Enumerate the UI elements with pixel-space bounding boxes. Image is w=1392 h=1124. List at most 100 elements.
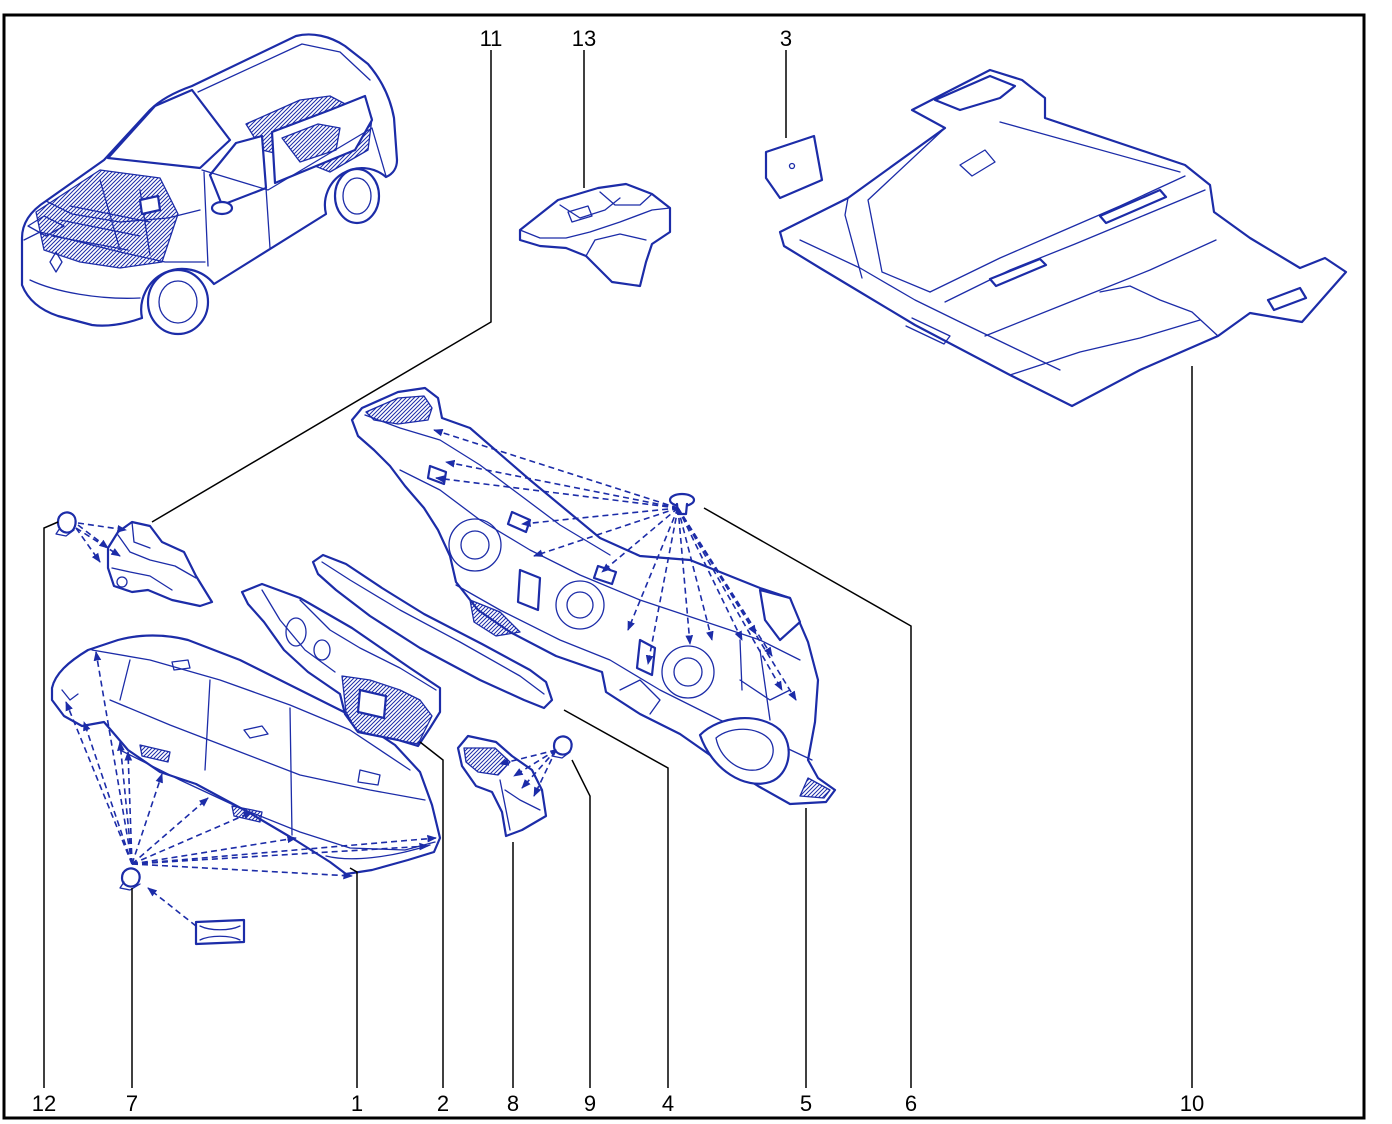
part-11-hole	[116, 576, 128, 588]
fastener-line	[75, 527, 121, 557]
fastener-line	[533, 507, 679, 557]
leader-line-11	[151, 50, 492, 523]
part-13-detail	[567, 205, 593, 223]
callout-13: 13	[572, 26, 596, 51]
part-10-edge-fold	[799, 239, 1061, 371]
vehicle-front-wheel-rim	[158, 280, 198, 324]
part-5-slot	[516, 568, 542, 612]
part-12-clip-base	[55, 527, 75, 537]
vehicle-engine-detail	[51, 179, 151, 256]
vehicle-logo-icon	[49, 251, 63, 273]
part-5-detail	[619, 639, 791, 721]
part-10	[778, 68, 1348, 408]
leader-line-6	[703, 507, 912, 1088]
vehicle-roof-rail	[197, 43, 371, 93]
part-10-tunnel-edge	[929, 175, 1186, 293]
part-11	[106, 520, 214, 608]
part-5-right-tab	[799, 777, 831, 799]
part-5-outline	[350, 386, 837, 806]
part-1-lip	[325, 844, 431, 860]
part-10-rear-floor-line	[984, 239, 1217, 337]
fastener-line	[75, 527, 101, 563]
part-10-side-wall	[867, 127, 946, 293]
part-10-top-pad	[933, 74, 1017, 112]
part-1-tab	[243, 725, 269, 739]
part-5-opening-inner	[566, 591, 594, 619]
part-2-block	[356, 688, 388, 720]
part-10-flap	[1266, 286, 1308, 312]
fastener-line	[131, 835, 297, 865]
callout-6: 6	[905, 1091, 917, 1116]
fastener-lines-6	[433, 428, 797, 701]
vehicle-door-line	[203, 171, 271, 267]
leader-line-4	[563, 709, 669, 1088]
part-12-clip	[55, 511, 77, 537]
vehicle-windshield	[106, 88, 232, 170]
part-2-hole	[285, 617, 307, 647]
fastener-line	[645, 507, 679, 665]
part-10-slot	[988, 257, 1048, 288]
callout-4: 4	[662, 1091, 674, 1116]
callout-labels: 11 13 3 12 7 1 2 8 9 4 5 6 10	[32, 26, 1204, 1116]
callout-2: 2	[437, 1091, 449, 1116]
fastener-line	[117, 741, 133, 865]
fastener-line	[131, 773, 163, 865]
part-5-opening-inner	[460, 530, 490, 560]
vehicle-floor-highlight-inner	[281, 123, 341, 163]
pad-detail	[199, 925, 241, 941]
part-13	[518, 182, 672, 288]
callout-11: 11	[480, 26, 503, 51]
part-10-tunnel-edge	[944, 189, 1206, 303]
part-11-detail	[111, 567, 173, 591]
fastener-lines-12	[75, 522, 127, 563]
part-11-outline	[106, 520, 214, 608]
fastener-line	[77, 524, 109, 549]
part-8-detail	[504, 789, 541, 811]
part-10-slot	[1098, 188, 1168, 225]
vehicle-overview	[20, 33, 399, 336]
part-7-clip-base	[119, 881, 141, 891]
fastener-line	[677, 507, 783, 691]
part-10-detail	[905, 317, 951, 345]
vehicle-engine-component	[138, 194, 162, 216]
vehicle-front-wheel	[146, 268, 210, 336]
fastener-line	[124, 751, 133, 865]
part-12-clip-head	[56, 511, 77, 534]
part-5-opening	[661, 645, 715, 699]
part-8-dense-region	[463, 747, 511, 776]
fastener-line	[627, 507, 679, 631]
vehicle-belt-line	[201, 127, 387, 191]
part-13-detail	[585, 233, 647, 257]
fastener-line	[677, 507, 797, 701]
part-4	[311, 553, 554, 710]
fastener-line	[601, 507, 679, 573]
callout-1: 1	[351, 1091, 363, 1116]
vehicle-fascia-line	[23, 231, 206, 263]
part-10-edge-fold	[1009, 319, 1201, 376]
part-11-detail	[117, 534, 197, 579]
pad-outline	[194, 918, 246, 946]
part-2-detail	[261, 589, 336, 673]
part-7-clip	[119, 867, 141, 891]
fastener-line	[131, 811, 253, 865]
part-5-ridge	[364, 414, 611, 556]
vehicle-headlight	[27, 215, 65, 237]
callout-9: 9	[584, 1091, 596, 1116]
part-13-outline	[518, 182, 672, 288]
part-10-footwell-wall	[844, 197, 863, 279]
callout-12: 12	[32, 1091, 56, 1116]
leader-line-2	[419, 741, 444, 1088]
part-9-clip-head	[552, 735, 573, 756]
fastener-line	[93, 651, 133, 865]
fastener-lines-7	[65, 651, 437, 927]
part-1	[50, 634, 442, 876]
part-5-opening	[448, 518, 502, 572]
fastener-line	[77, 522, 127, 533]
part-5-opening-inner	[673, 657, 703, 687]
vehicle-front-side-window	[208, 134, 268, 207]
part-5-flap	[758, 588, 802, 642]
fastener-line	[513, 749, 557, 777]
fastener-line	[433, 428, 679, 509]
part-10-detail	[959, 121, 1181, 177]
